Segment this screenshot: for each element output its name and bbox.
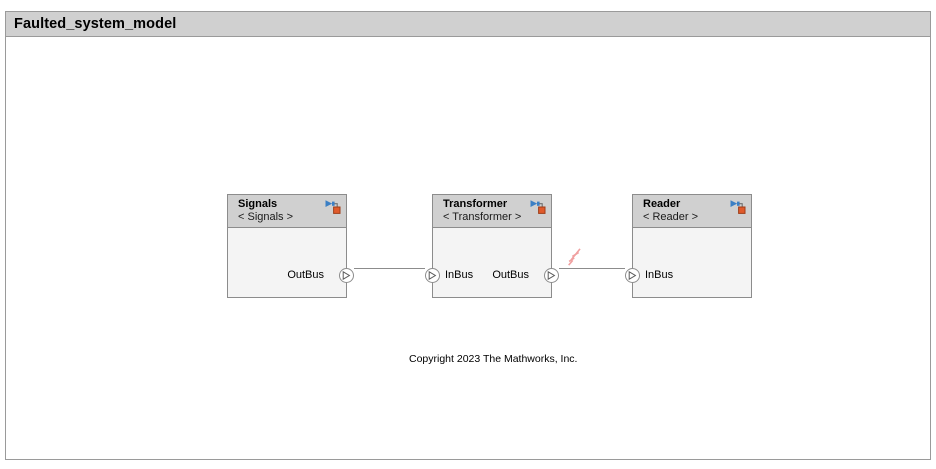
block-transformer-inbus-port[interactable] (425, 268, 440, 283)
block-signals[interactable]: Signals < Signals > OutBus (227, 194, 354, 298)
block-transformer-header: Transformer < Transformer > (433, 195, 551, 228)
block-signals-name: Signals (238, 198, 278, 210)
block-signals-reference: < Signals > (238, 211, 294, 223)
block-signals-outbus-port[interactable] (339, 268, 354, 283)
block-transformer-reference: < Transformer > (443, 211, 522, 223)
block-transformer-name: Transformer (443, 198, 508, 210)
block-transformer-outbus-port[interactable] (544, 268, 559, 283)
copyright-annotation: Copyright 2023 The Mathworks, Inc. (409, 353, 578, 365)
block-transformer-body: InBus OutBus (425, 228, 559, 297)
model-window: Faulted_system_model Signals < Sig (5, 11, 931, 460)
block-reader-header: Reader < Reader > (633, 195, 751, 228)
model-title: Faulted_system_model (14, 16, 177, 32)
block-transformer-outbus-label: OutBus (492, 269, 529, 281)
block-reader-inbus-port[interactable] (625, 268, 640, 283)
model-reference-badge-icon (729, 198, 747, 216)
block-reader[interactable]: Reader < Reader > InBus (625, 194, 752, 298)
block-signals-header: Signals < Signals > (228, 195, 346, 228)
block-transformer-inbus-label: InBus (445, 269, 474, 281)
model-canvas[interactable]: Signals < Signals > OutBus (6, 37, 930, 459)
block-signals-body: OutBus (228, 228, 354, 297)
model-reference-badge-icon (529, 198, 547, 216)
block-reader-inbus-label: InBus (645, 269, 674, 281)
block-signals-outbus-label: OutBus (287, 269, 324, 281)
block-transformer[interactable]: Transformer < Transformer > (425, 194, 559, 298)
signal-line-transformer-to-reader[interactable] (559, 268, 625, 269)
broken-link-fault-icon[interactable] (567, 247, 585, 267)
model-title-bar: Faulted_system_model (6, 12, 930, 37)
block-reader-name: Reader (643, 198, 681, 210)
block-reader-reference: < Reader > (643, 211, 699, 223)
block-reader-body: InBus (625, 228, 751, 297)
signal-line-signals-to-transformer[interactable] (354, 268, 425, 269)
model-reference-badge-icon (324, 198, 342, 216)
